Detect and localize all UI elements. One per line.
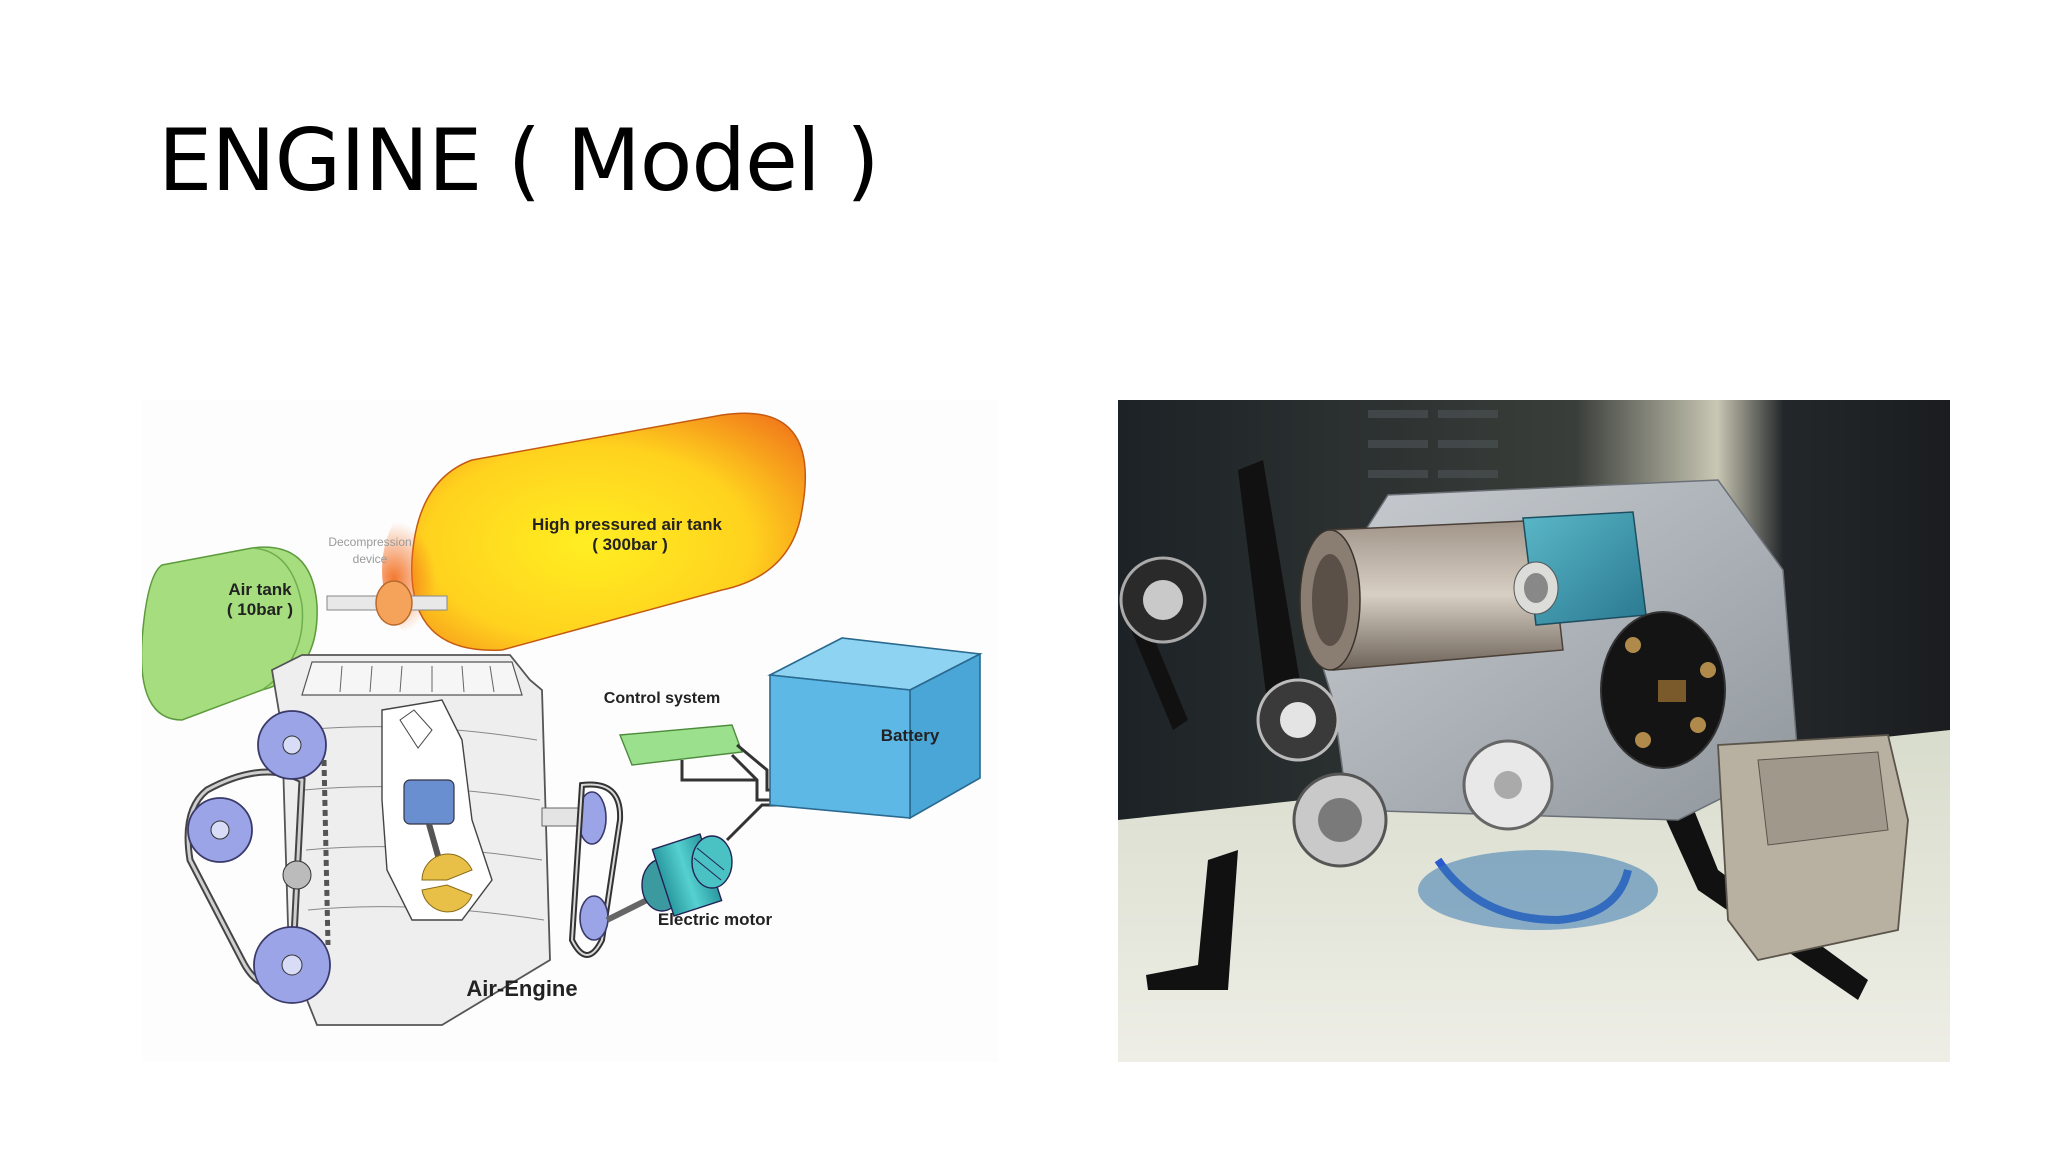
air-engine-diagram: High pressured air tank ( 300bar ) Decom… (140, 400, 998, 1062)
background-shelves (1368, 410, 1498, 478)
air-tank-label: Air tank (228, 580, 292, 599)
piston (403, 779, 455, 825)
battery-label: Battery (881, 726, 940, 745)
battery: Battery (767, 637, 983, 820)
decompression-device-label-2: device (353, 552, 388, 566)
engine-block (271, 654, 551, 1026)
electric-motor: Electric motor (641, 833, 773, 929)
high-pressure-tank-label: High pressured air tank (532, 515, 722, 534)
electric-motor-label: Electric motor (658, 910, 773, 929)
wiring (680, 743, 782, 842)
drive-shaft (541, 781, 649, 958)
pulley-system (184, 710, 331, 1004)
decompression-device-label: Decompression (328, 535, 411, 549)
high-pressure-tank-pressure: ( 300bar ) (592, 535, 668, 554)
high-pressure-tank: High pressured air tank ( 300bar ) (382, 412, 807, 651)
decompression-device: Decompression device (328, 535, 413, 626)
teal-valve-block (1513, 511, 1647, 626)
blue-base (1418, 850, 1658, 930)
photo-pulleys (1119, 556, 1554, 868)
air-engine-label: Air-Engine (466, 976, 577, 1001)
engine-model-photo (1118, 400, 1950, 1062)
control-system-label: Control system (604, 690, 720, 707)
engine-cylinder (1299, 519, 1564, 671)
electric-unit (1600, 611, 1726, 769)
slide-title: ENGINE ( Model ) (158, 111, 880, 211)
control-system: Control system (604, 690, 743, 766)
air-tank-pressure: ( 10bar ) (227, 600, 293, 619)
